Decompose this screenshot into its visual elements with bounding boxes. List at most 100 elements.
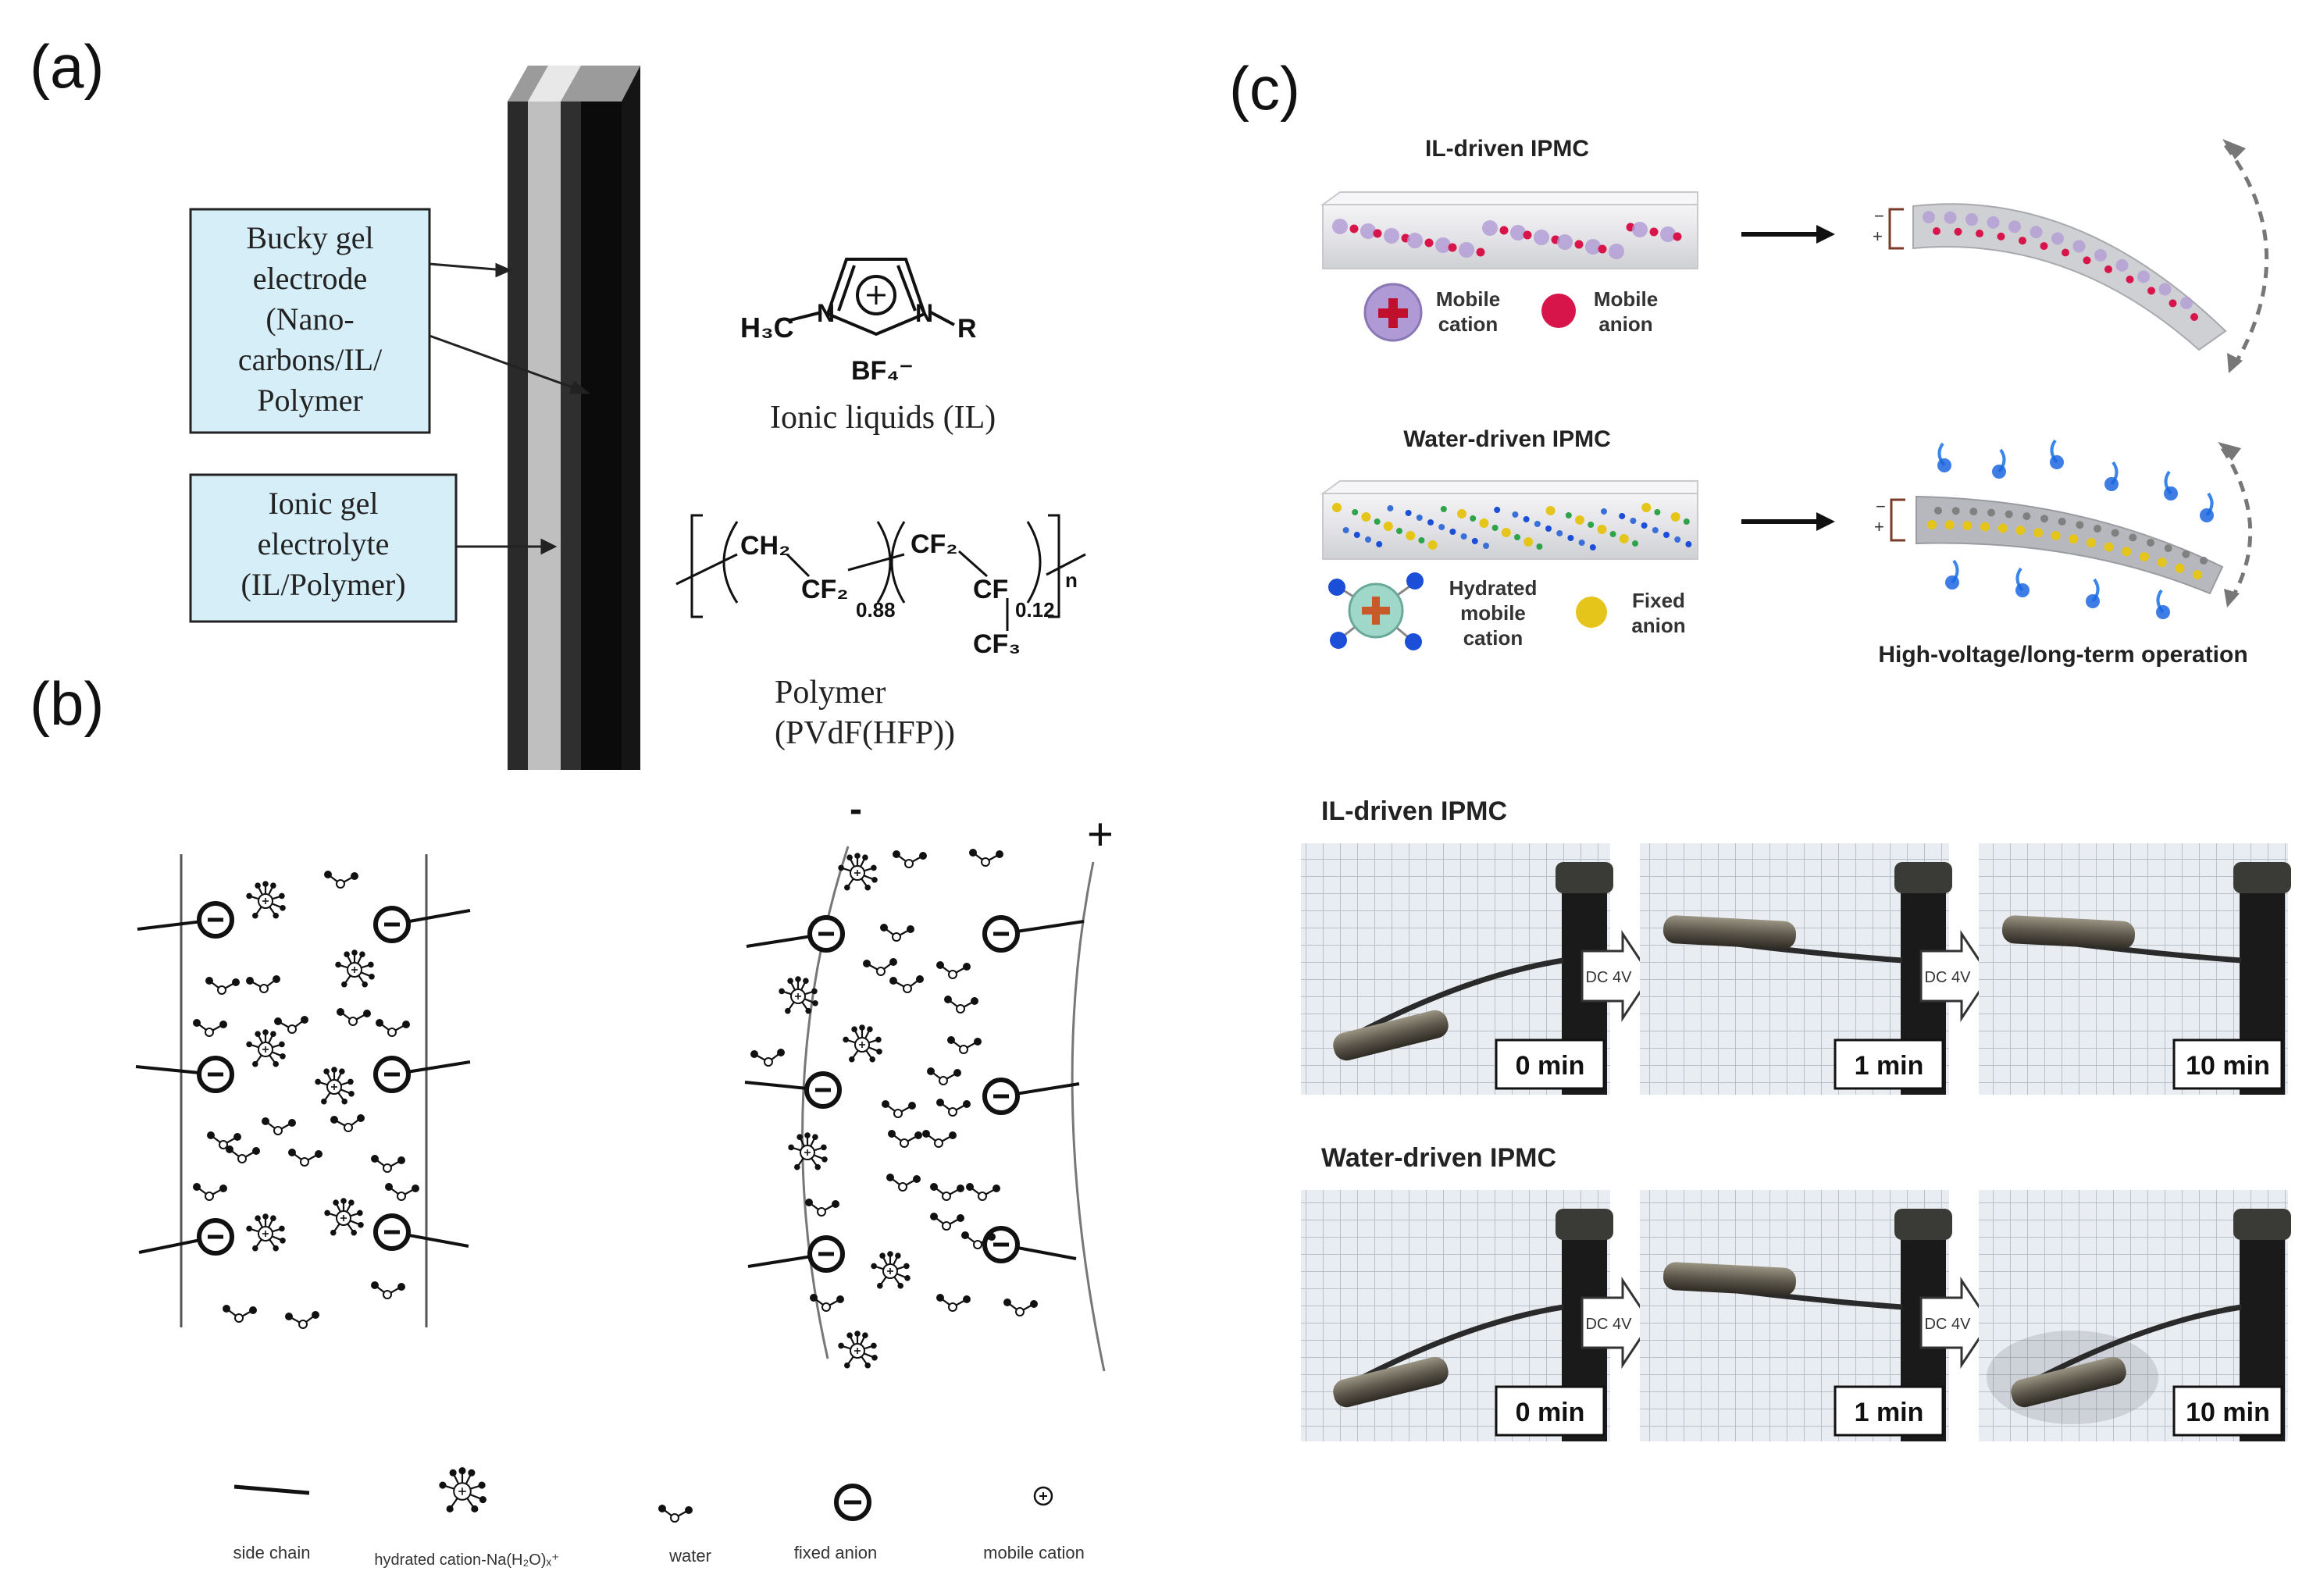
water-oxygen [344, 951, 350, 957]
mobile-anion-dot [1424, 238, 1434, 248]
water-atom [927, 1067, 935, 1075]
mobile-cation-dot [1557, 234, 1573, 250]
water-atom [836, 1295, 844, 1303]
water-atom [963, 1100, 971, 1108]
hydrated-cation-dot [1374, 518, 1381, 525]
dc-arrow [1919, 1277, 1991, 1369]
water-atom [942, 1192, 951, 1201]
mobile-anion-dot [2147, 287, 2155, 295]
water-oxygen [844, 884, 850, 891]
droplet [2164, 486, 2178, 501]
water-molecule-icon [274, 1016, 308, 1034]
hydrated-cation-icon [246, 1213, 286, 1252]
water-atom [939, 1076, 948, 1085]
droplet [2200, 508, 2214, 522]
fixed-anion-dot [1524, 537, 1534, 547]
fixed-anion-dot [1575, 515, 1584, 525]
water-oxygen [871, 1355, 878, 1361]
panel-c-schematic: IL-driven IPMC − + [1320, 136, 2268, 668]
membrane-unbiased [135, 854, 471, 1329]
time-label-text: 0 min [1516, 1398, 1585, 1427]
water-oxygen [246, 892, 252, 900]
mobile-anion-dot [2169, 299, 2177, 308]
water-oxygen [879, 1252, 886, 1259]
hydrated-cation-dot [2129, 533, 2137, 542]
hydrated-cation-dot [1588, 522, 1595, 528]
water-oxygen [262, 1213, 269, 1220]
mobile-anion-dot [1997, 232, 2005, 240]
water-oxygen [439, 1481, 447, 1489]
fixed-anion-label-2: anion [1631, 614, 1685, 637]
water-atom [273, 1126, 283, 1135]
water-oxygen [368, 961, 374, 968]
hydrated-cation-icon [843, 1024, 882, 1063]
il-n-right: N [915, 299, 933, 327]
water-molecule-icon [1003, 1299, 1038, 1316]
water-atom [832, 1200, 839, 1208]
water-atom [223, 1305, 230, 1313]
mobile-cation-dot [2115, 258, 2129, 272]
panel-b-letter: (b) [30, 669, 104, 738]
water-atom [357, 1114, 365, 1122]
water-atom [249, 1306, 257, 1314]
coin-load [1662, 915, 1797, 949]
water-oxygen [347, 1078, 354, 1085]
hydrated-cation-dot [1545, 525, 1552, 532]
hydrated-cation-dot [1565, 512, 1572, 518]
panel-a: (a) Bucky gel electrode (Nano- carbons/I… [30, 32, 1086, 770]
droplet [2050, 455, 2064, 469]
hydrated-cation-dot [1352, 509, 1359, 515]
water-oxygen [280, 1238, 286, 1244]
mobile-cation-dot [1585, 239, 1601, 255]
water-atom [274, 1017, 282, 1025]
water-atom [914, 1131, 922, 1139]
water-oxygen [805, 1007, 811, 1014]
mobile-cation-dot [1510, 225, 1526, 240]
mobile-anion-dot [2019, 237, 2026, 245]
panel-b: (b) - + [30, 669, 1114, 1569]
water-oxygen [844, 1362, 850, 1369]
hydrated-cation-dot [1470, 515, 1477, 522]
time-label: 10 min [2172, 1385, 2283, 1437]
hydrated-cation-dot [1376, 541, 1383, 547]
water-atom [273, 975, 280, 983]
water-molecule-icon [337, 1008, 371, 1026]
hydrated-cation-dot [1969, 508, 1978, 516]
water-atom [412, 1185, 419, 1192]
water-atom [300, 1157, 309, 1167]
mobile-cation-dot [1534, 230, 1549, 245]
il-slab [1320, 191, 1698, 269]
water-atom [205, 977, 213, 985]
water-molecule-icon [288, 1149, 323, 1167]
water-atom [363, 1010, 371, 1017]
hydrated-cation-dot [1951, 507, 1960, 515]
mobile-cation-dot [1482, 220, 1498, 236]
water-atom [893, 1109, 903, 1118]
actuator-layers [508, 66, 640, 770]
water-oxygen [279, 1041, 285, 1048]
electrode-line-4: carbons/IL/ [238, 342, 383, 377]
mobile-cation-dot [1360, 223, 1376, 239]
mobile-cation-legend-icon [1363, 283, 1423, 342]
water-oxygen [262, 1029, 269, 1035]
water-atom [893, 850, 900, 858]
water-atom [963, 1295, 971, 1303]
water-molecule-icon [805, 1199, 839, 1217]
water-oxygen [246, 1225, 252, 1232]
water-atom [959, 1045, 968, 1054]
water-oxygen [796, 1134, 803, 1140]
fixed-anion-dot [1383, 522, 1393, 531]
water-atom [376, 1019, 383, 1027]
hydrated-cation-dot [1365, 536, 1371, 543]
hydrated-cation-icon [871, 1251, 911, 1289]
water-molecule-icon [226, 1145, 260, 1163]
water-molecule-icon [961, 1231, 996, 1249]
fixed-anion-dot [2104, 542, 2114, 552]
water-oxygen [812, 1134, 818, 1140]
hydrated-cation-icon [779, 976, 818, 1014]
hydrated-cation-dot [2040, 515, 2048, 523]
water-atom [948, 1302, 957, 1312]
hydrated-cation-dot [1342, 527, 1349, 533]
water-molecule-icon [944, 996, 978, 1014]
water-molecule-icon [246, 975, 280, 993]
